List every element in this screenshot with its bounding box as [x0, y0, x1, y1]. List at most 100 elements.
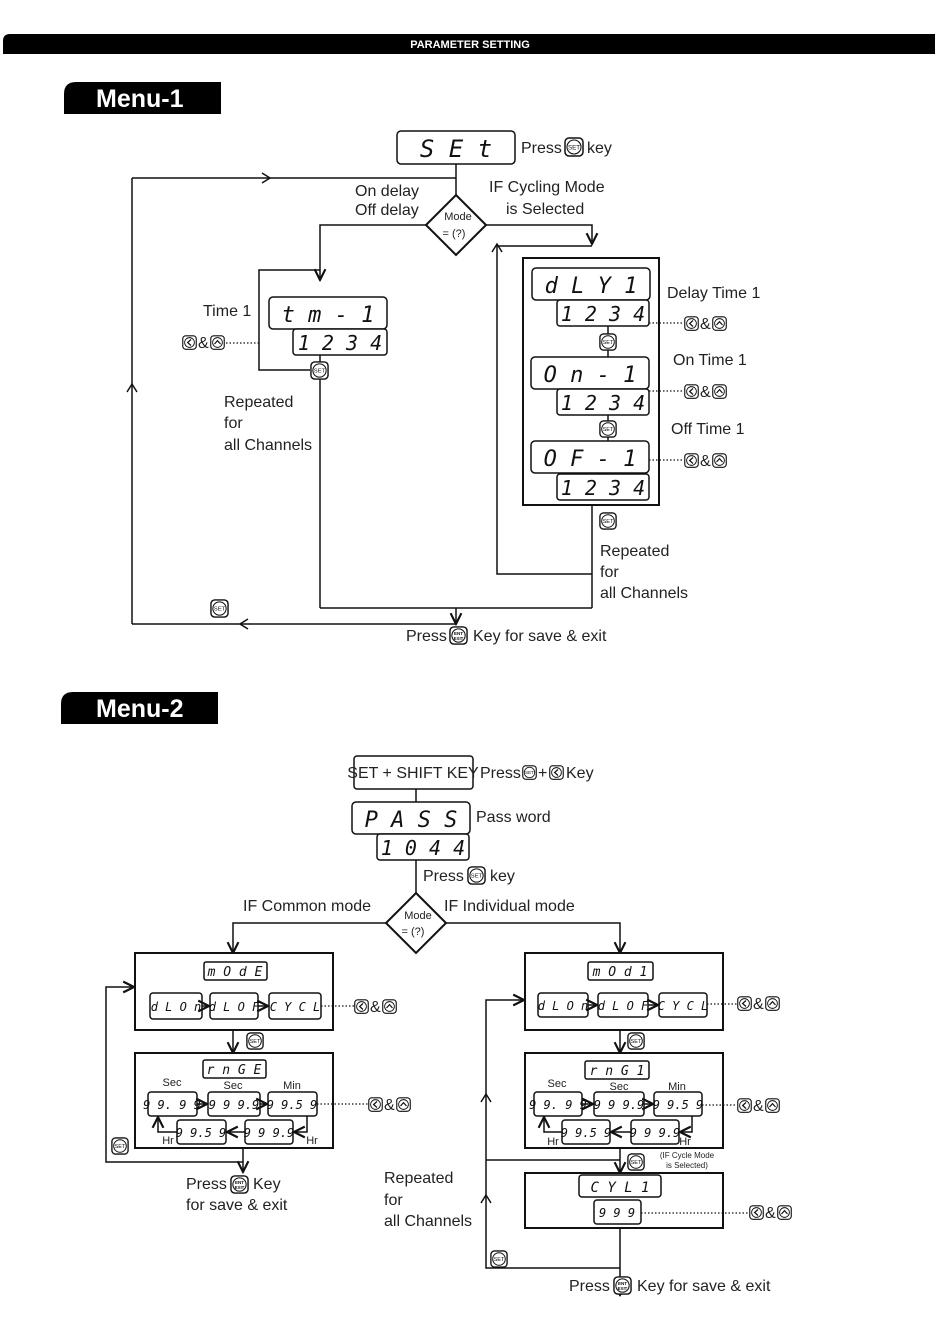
- diagram-label: for: [384, 1192, 403, 1209]
- set-key-label: SET: [568, 144, 580, 151]
- diagram-label: key: [490, 868, 515, 885]
- diagram-label: &: [753, 996, 764, 1013]
- mode-decision-diamond: [424, 193, 488, 257]
- diagram-label: C Y L 1: [590, 1180, 649, 1196]
- diagram-label: 9 9 9.9: [244, 1126, 295, 1140]
- diagram-label: 9 9. 9 9: [529, 1098, 587, 1112]
- ent-key-label: ENT: [235, 1180, 244, 1185]
- diagram-label: Hr: [162, 1135, 174, 1147]
- set-key-label: SET: [603, 427, 614, 433]
- left-key-icon: [354, 999, 369, 1014]
- diagram-label: Pass word: [476, 809, 551, 826]
- set-key-icon: SET: [310, 361, 329, 380]
- set-key-label: SET: [603, 340, 614, 346]
- left-key-icon: [684, 453, 699, 468]
- set-key-label: SET: [631, 1160, 642, 1166]
- menu2-label: Menu-2: [61, 692, 218, 724]
- up-key-icon: [712, 453, 727, 468]
- menu1-label: Menu-1: [64, 82, 221, 114]
- diagram-label: d L Y 1: [545, 274, 638, 299]
- diagram-label: Sec: [548, 1078, 567, 1090]
- diagram-label: IF Individual mode: [444, 898, 575, 915]
- diagram-label: t m - 1: [282, 303, 375, 328]
- exit-key-label: EXIT: [618, 1286, 628, 1291]
- diagram-label: On Time 1: [673, 352, 747, 369]
- set-key-label: SET: [631, 1039, 642, 1045]
- diagram-label: Key for save & exit: [473, 628, 607, 645]
- header-bar: PARAMETER SETTING: [3, 34, 935, 54]
- diagram-label: for save & exit: [186, 1197, 288, 1214]
- diagram-label: Off Time 1: [671, 421, 745, 438]
- up-key-icon: [396, 1097, 411, 1112]
- exit-key-label: EXIT: [454, 636, 464, 641]
- menu1-flow: S E t Press SET key Mode = (?) On delay …: [126, 130, 760, 645]
- set-key-icon: SET: [599, 333, 617, 351]
- diagram-label: Repeated: [600, 543, 669, 560]
- diagram-label: r n G E: [207, 1063, 262, 1078]
- set-key-icon: SET: [599, 420, 617, 438]
- diagram-label: Mode: [444, 211, 472, 223]
- set-key-icon: SET: [111, 1137, 129, 1155]
- diagram-label: +: [538, 765, 547, 782]
- diagram-label: m O d 1: [592, 965, 648, 980]
- set-key-label: SET: [214, 607, 226, 613]
- diagram-label: Delay Time 1: [667, 285, 760, 302]
- menu1-title: Menu-1: [96, 85, 184, 113]
- diagram-label: Min: [668, 1081, 686, 1093]
- diagram-label: d L O n: [151, 1000, 202, 1014]
- diagram-label: all Channels: [384, 1213, 472, 1230]
- diagram-label: SET + SHIFT KEY: [347, 765, 479, 782]
- diagram-label: &: [753, 1098, 764, 1115]
- up-key-icon: [777, 1205, 792, 1220]
- diagram-label: = (?): [443, 228, 466, 240]
- diagram-label: IF Common mode: [243, 898, 371, 915]
- set-key-label: SET: [603, 519, 614, 525]
- set-key-icon: SET: [627, 1032, 645, 1050]
- left-key-icon: [737, 1098, 752, 1113]
- diagram-label: d L O n: [538, 999, 589, 1013]
- menu2-title: Menu-2: [96, 695, 184, 723]
- diagram-label: 1 2 3 4: [561, 391, 645, 415]
- diagram-label: for: [600, 564, 619, 581]
- up-key-icon: [765, 996, 780, 1011]
- diagram-label: 1 2 3 4: [561, 302, 645, 326]
- set-key-icon: SET: [564, 137, 584, 157]
- diagram-label: for: [224, 415, 243, 432]
- diagram-label: 9 9.5 9: [561, 1126, 612, 1140]
- set-key-label: SET: [250, 1039, 261, 1045]
- diagram-label: (IF Cycle Mode: [660, 1151, 715, 1160]
- mode-decision-diamond: [384, 891, 448, 955]
- tm-value: [292, 328, 388, 356]
- up-key-icon: [210, 335, 225, 350]
- diagram-label: 9 9. 9 9: [143, 1098, 201, 1112]
- diagram-label: O n - 1: [544, 363, 637, 388]
- set-display-text: S E t: [420, 135, 492, 163]
- exit-key-label: EXIT: [235, 1185, 245, 1190]
- diagram-label: C Y C L: [270, 1000, 321, 1014]
- diagram-label: 9 9.5 9: [267, 1098, 318, 1112]
- diagram-label: Mode: [404, 910, 432, 922]
- left-key-icon: [368, 1097, 383, 1112]
- diagram-label: d L O F: [209, 1000, 260, 1014]
- set-key-icon: SET: [522, 765, 537, 780]
- diagram-label: Press: [480, 765, 521, 782]
- diagram-label: is Selected): [666, 1161, 708, 1170]
- diagram-label: is Selected: [506, 201, 584, 218]
- diagram-label: 1 2 3 4: [561, 476, 645, 500]
- left-key-icon: [549, 765, 564, 780]
- diagram-label: &: [700, 384, 711, 401]
- diagram-label: Key: [566, 765, 594, 782]
- diagram-label: Press: [406, 628, 447, 645]
- set-key-icon: SET: [490, 1250, 508, 1268]
- diagram-label: key: [587, 140, 612, 157]
- left-key-icon: [737, 996, 752, 1011]
- diagram-label: Repeated: [224, 394, 293, 411]
- diagram-label: Time 1: [203, 303, 251, 320]
- diagram-label: 9 9 9.9: [209, 1098, 260, 1112]
- diagram-label: all Channels: [600, 585, 688, 602]
- diagram-label: P A S S: [365, 808, 458, 833]
- header-title: PARAMETER SETTING: [410, 39, 530, 51]
- diagram-label: Sec: [163, 1077, 182, 1089]
